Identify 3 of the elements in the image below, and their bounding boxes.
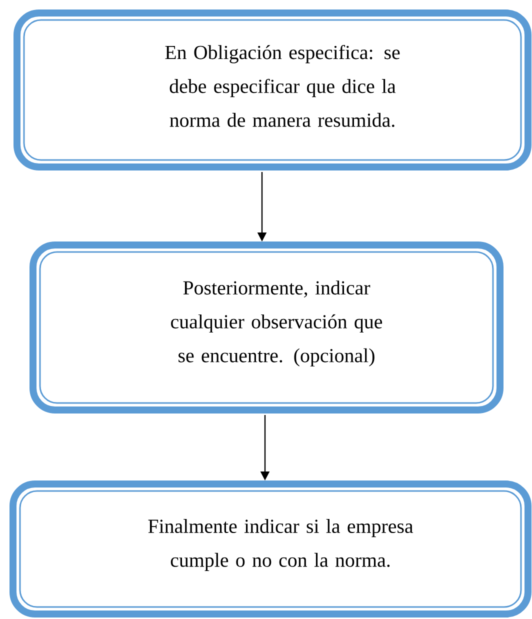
process-box: Finalmente indicar si la empresa cumple o no con la norma. <box>10 480 532 618</box>
process-box: En Obligación especifica: se debe especificar que dice la norma de manera resumida. <box>14 10 532 170</box>
process-box: Posteriormente, indicar cualquier observación que se encuentre. (opcional) <box>30 242 504 414</box>
